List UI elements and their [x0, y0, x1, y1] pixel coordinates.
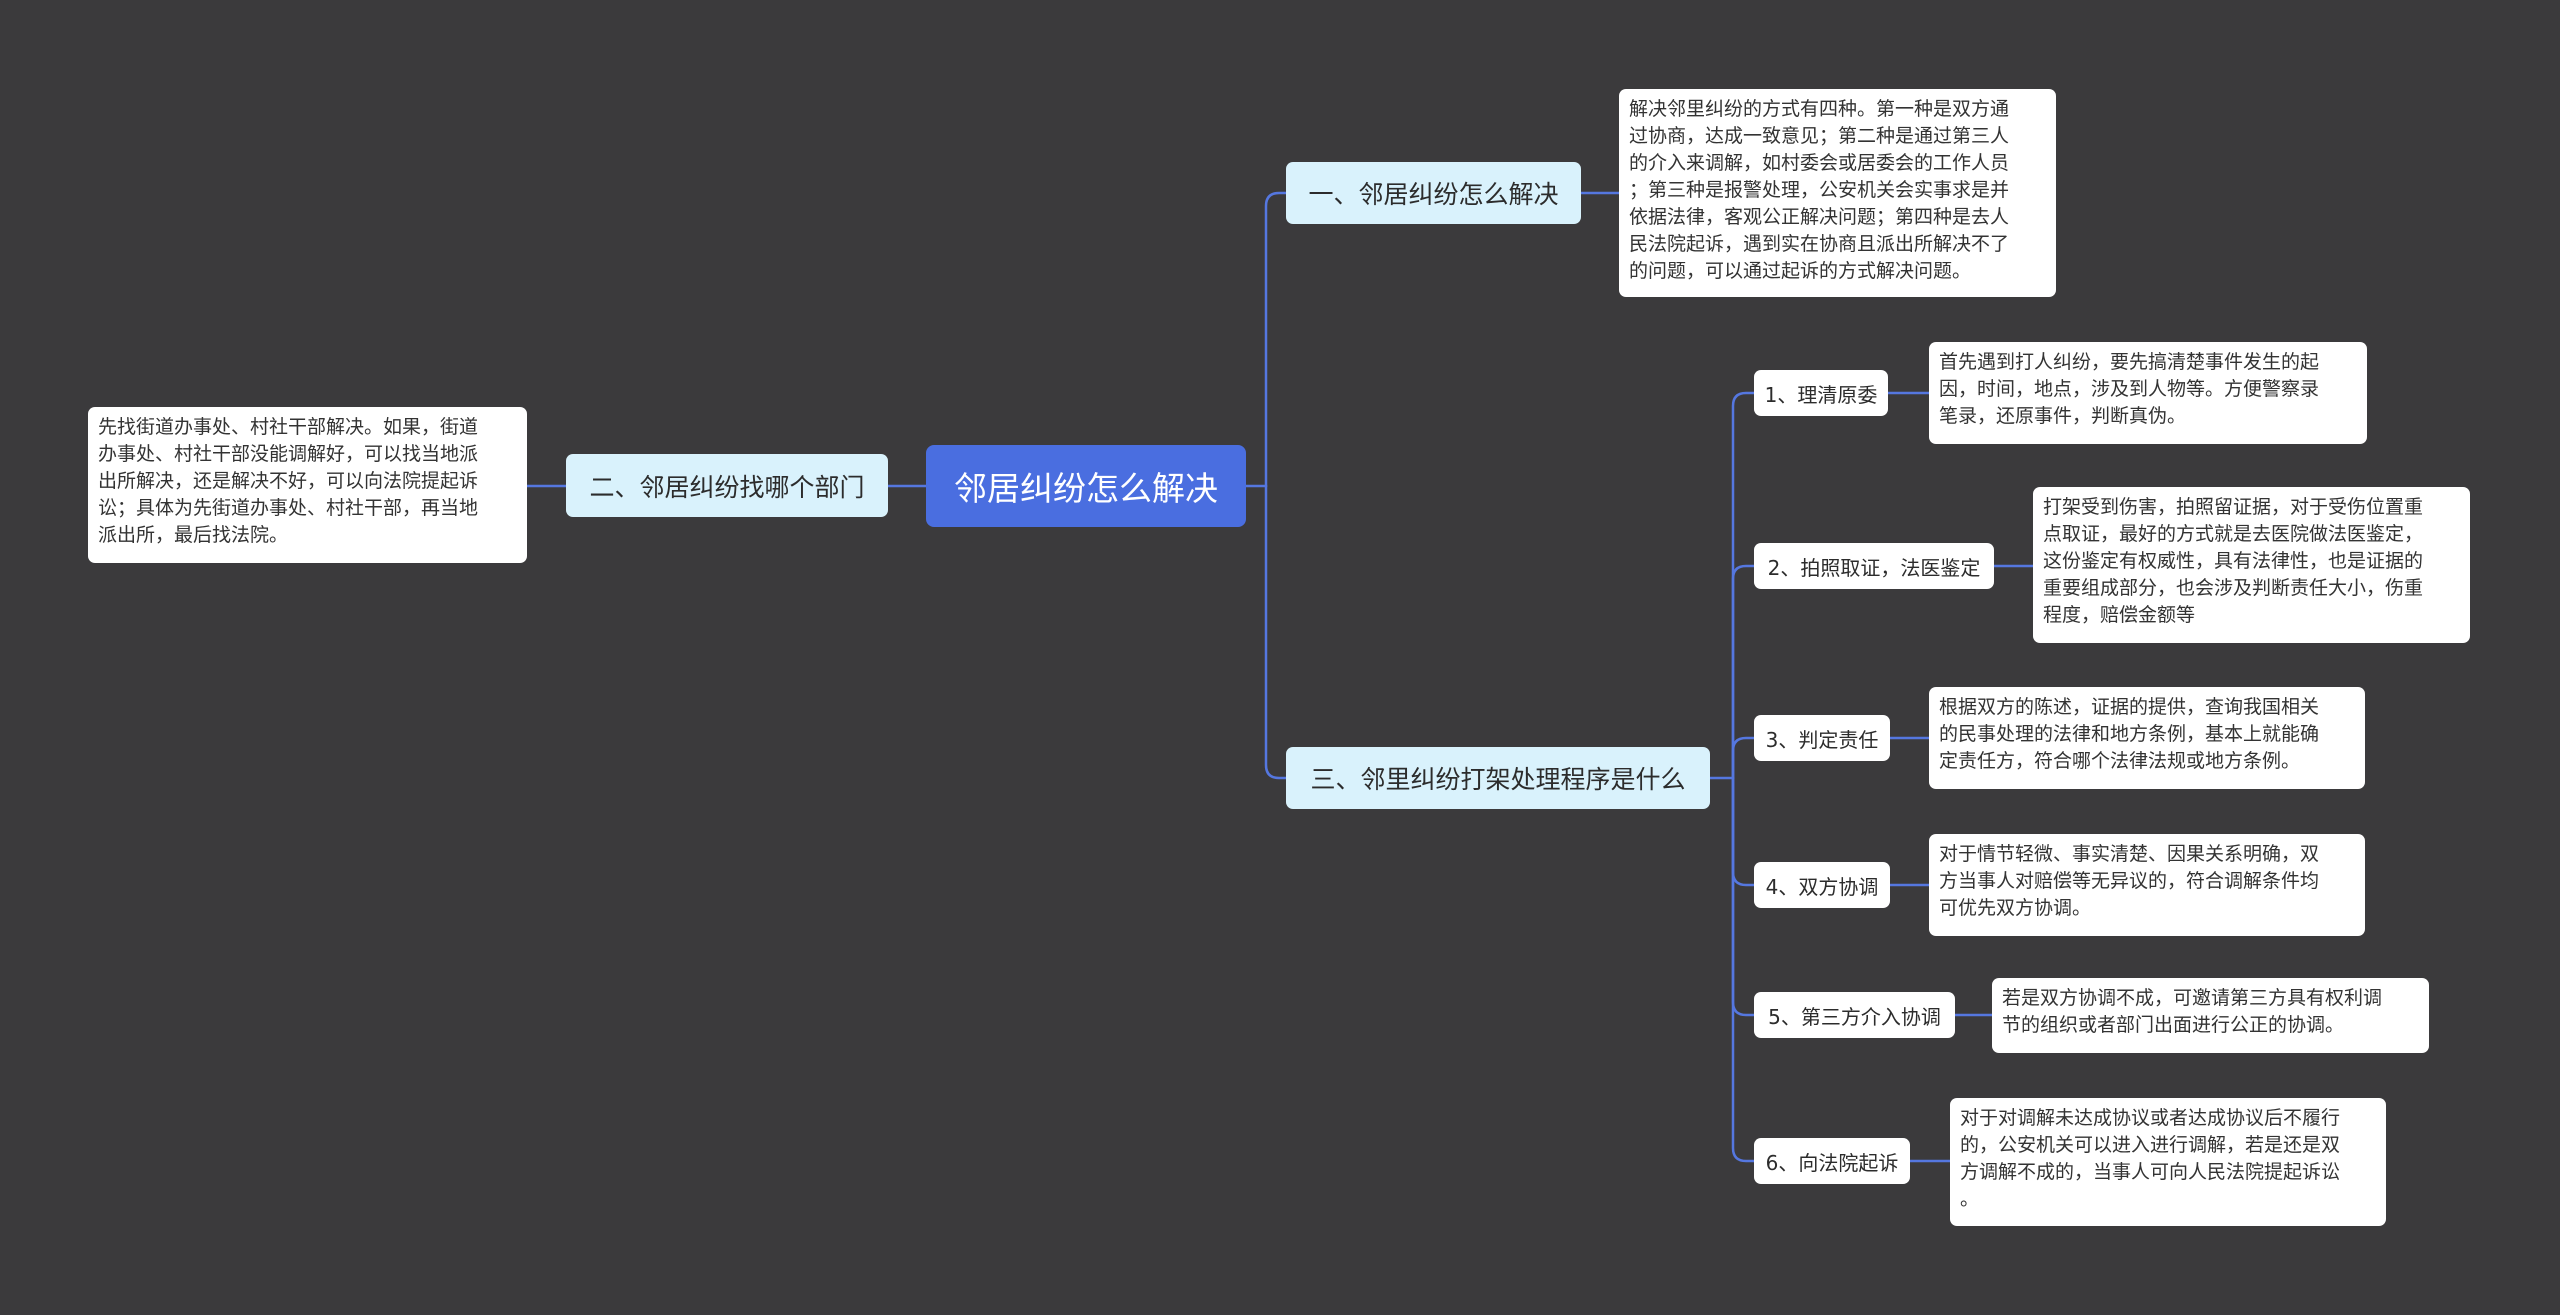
- branch-right-3-label: 三、邻里纠纷打架处理程序是什么: [1310, 765, 1686, 794]
- note-line: 这份鉴定有权威性，具有法律性，也是证据的: [2043, 550, 2424, 572]
- step-5-label: 5、第三方介入协调: [1768, 1004, 1941, 1029]
- note-line: 派出所，最后找法院。: [98, 524, 289, 546]
- note-line: 过协商，达成一致意见；第二种是通过第三人: [1629, 125, 2010, 147]
- note-line: ；第三种是报警处理，公安机关会实事求是并: [1629, 179, 2010, 201]
- step-4-label: 4、双方协调: [1765, 874, 1879, 899]
- note-line: 的问题，可以通过起诉的方式解决问题。: [1629, 260, 1972, 282]
- note-line: 可优先双方协调。: [1939, 897, 2092, 919]
- branch-left-label: 二、邻居纠纷找哪个部门: [589, 472, 865, 502]
- note-line: 民法院起诉，遇到实在协商且派出所解决不了: [1629, 233, 2010, 255]
- connector-step-1: [1731, 391, 1756, 780]
- note-line: 办事处、村社干部没能调解好，可以找当地派: [98, 443, 479, 465]
- note-line: 对于情节轻微、事实清楚、因果关系明确，双: [1939, 843, 2320, 865]
- note-line: 因，时间，地点，涉及到人物等。方便警察录: [1939, 378, 2320, 400]
- note-line: 根据双方的陈述，证据的提供，查询我国相关: [1939, 696, 2320, 718]
- step-2-evidence[interactable]: 2、拍照取证，法医鉴定: [1754, 543, 1994, 589]
- step-1-label: 1、理清原委: [1764, 382, 1878, 407]
- root-topic[interactable]: 邻居纠纷怎么解决: [926, 445, 1246, 527]
- note-line: 的民事处理的法律和地方条例，基本上就能确: [1939, 723, 2320, 745]
- connector-step-4: [1731, 776, 1756, 887]
- note-line: 讼；具体为先街道办事处、村社干部，再当地: [98, 497, 479, 519]
- note-how-to-resolve[interactable]: 解决邻里纠纷的方式有四种。第一种是双方通 过协商，达成一致意见；第二种是通过第三…: [1619, 89, 2056, 297]
- branch-left-department[interactable]: 二、邻居纠纷找哪个部门: [566, 454, 888, 517]
- note-line: 程度，赔偿金额等: [2043, 604, 2196, 626]
- connector-step-3: [1731, 736, 1756, 780]
- note-line: 打架受到伤害，拍照留证据，对于受伤位置重: [2043, 496, 2424, 518]
- connector-step-5: [1731, 776, 1756, 1017]
- note-line: 方当事人对赔偿等无异议的，符合调解条件均: [1939, 870, 2320, 892]
- note-step-1[interactable]: 首先遇到打人纠纷，要先搞清楚事件发生的起 因，时间，地点，涉及到人物等。方便警察…: [1929, 342, 2367, 444]
- note-line: 解决邻里纠纷的方式有四种。第一种是双方通: [1629, 98, 2010, 120]
- note-step-6[interactable]: 对于对调解未达成协议或者达成协议后不履行 的，公安机关可以进入进行调解，若是还是…: [1950, 1098, 2386, 1226]
- note-line: 出所解决，还是解决不好，可以向法院提起诉: [98, 470, 479, 492]
- step-6-lawsuit[interactable]: 6、向法院起诉: [1754, 1138, 1910, 1184]
- step-5-third-party[interactable]: 5、第三方介入协调: [1754, 992, 1955, 1038]
- branch-right-fight-procedure[interactable]: 三、邻里纠纷打架处理程序是什么: [1286, 747, 1710, 809]
- connector-right-3: [1264, 484, 1288, 780]
- step-3-label: 3、判定责任: [1765, 727, 1879, 752]
- note-line: 节的组织或者部门出面进行公正的协调。: [2002, 1014, 2345, 1036]
- branch-right-how-to-resolve[interactable]: 一、邻居纠纷怎么解决: [1286, 162, 1581, 224]
- note-line: 先找街道办事处、村社干部解决。如果，街道: [98, 416, 479, 438]
- note-line: 对于对调解未达成协议或者达成协议后不履行: [1960, 1107, 2341, 1129]
- note-line: 的介入来调解，如村委会或居委会的工作人员: [1629, 152, 2010, 174]
- step-6-label: 6、向法院起诉: [1765, 1150, 1899, 1175]
- branch-right-1-label: 一、邻居纠纷怎么解决: [1308, 180, 1559, 209]
- step-3-liability[interactable]: 3、判定责任: [1754, 715, 1890, 761]
- note-left-department[interactable]: 先找街道办事处、村社干部解决。如果，街道 办事处、村社干部没能调解好，可以找当地…: [88, 407, 527, 563]
- note-line: 笔录，还原事件，判断真伪。: [1939, 405, 2187, 427]
- note-step-5[interactable]: 若是双方协调不成，可邀请第三方具有权利调 节的组织或者部门出面进行公正的协调。: [1992, 978, 2429, 1053]
- root-topic-label: 邻居纠纷怎么解决: [954, 469, 1218, 508]
- note-step-2[interactable]: 打架受到伤害，拍照留证据，对于受伤位置重 点取证，最好的方式就是去医院做法医鉴定…: [2033, 487, 2470, 643]
- step-4-mediation[interactable]: 4、双方协调: [1754, 862, 1890, 908]
- note-line: 。: [1960, 1188, 1980, 1210]
- note-line: 定责任方，符合哪个法律法规或地方条例。: [1939, 750, 2301, 772]
- step-2-label: 2、拍照取证，法医鉴定: [1767, 555, 1981, 580]
- note-line: 点取证，最好的方式就是去医院做法医鉴定，: [2043, 523, 2424, 545]
- note-line: 重要组成部分，也会涉及判断责任大小，伤重: [2043, 577, 2424, 599]
- note-line: 依据法律，客观公正解决问题；第四种是去人: [1629, 206, 2010, 228]
- note-step-4[interactable]: 对于情节轻微、事实清楚、因果关系明确，双 方当事人对赔偿等无异议的，符合调解条件…: [1929, 834, 2365, 936]
- note-line: 的，公安机关可以进入进行调解，若是还是双: [1960, 1134, 2341, 1156]
- note-line: 方调解不成的，当事人可向人民法院提起诉讼: [1960, 1161, 2341, 1183]
- note-step-3[interactable]: 根据双方的陈述，证据的提供，查询我国相关 的民事处理的法律和地方条例，基本上就能…: [1929, 687, 2365, 789]
- note-line: 首先遇到打人纠纷，要先搞清楚事件发生的起: [1939, 351, 2320, 373]
- connector-step-6: [1731, 776, 1756, 1163]
- connector-step-2: [1731, 564, 1756, 780]
- connector-right-1: [1264, 191, 1288, 488]
- note-line: 若是双方协调不成，可邀请第三方具有权利调: [2002, 987, 2383, 1009]
- step-1-clarify[interactable]: 1、理清原委: [1754, 370, 1888, 416]
